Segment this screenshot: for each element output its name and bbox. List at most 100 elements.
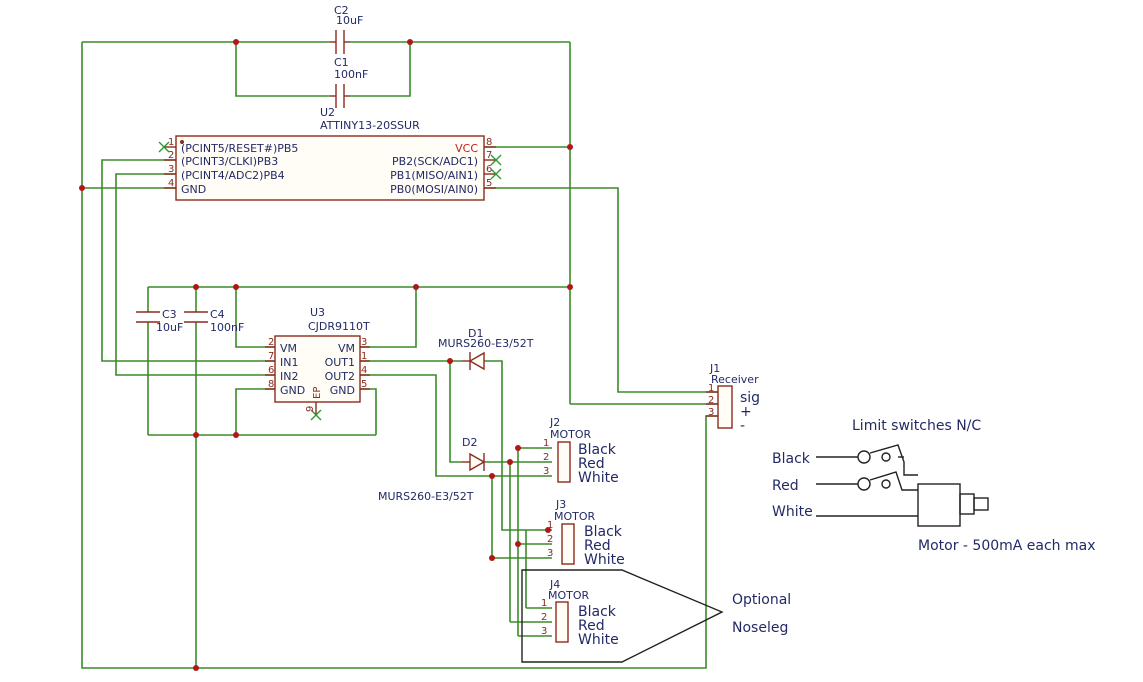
pin1-marker xyxy=(180,140,184,144)
u3-ref: U3 xyxy=(310,306,325,319)
optional-label: Optional xyxy=(732,592,791,608)
j4-ref: J4 xyxy=(549,578,560,591)
j2-pin-num: 1 xyxy=(543,438,549,449)
j4-wire-label: Black xyxy=(578,604,617,620)
u2-pin-num: 7 xyxy=(486,150,492,161)
u3-pin-name: VM xyxy=(338,342,355,355)
j1-pin-num: 3 xyxy=(708,407,714,418)
u3-pin-num: 5 xyxy=(361,379,367,390)
u2-part: ATTINY13-20SSUR xyxy=(320,119,420,132)
j1-pin-num: 1 xyxy=(708,383,714,394)
j3-ref: J3 xyxy=(555,498,566,511)
motor-caption: Motor - 500mA each max xyxy=(918,538,1096,554)
j4-wire-label: Red xyxy=(578,618,605,634)
connector-j4: J4 MOTOR 1 2 3 Black Red White xyxy=(541,578,619,648)
u3-pin-name: VM xyxy=(280,342,297,355)
c2-value: 10uF xyxy=(336,14,363,27)
c4-value: 100nF xyxy=(210,321,244,334)
j2-wire-label: White xyxy=(578,470,619,486)
limit-switch-diagram: Limit switches N/C Black Red White Motor… xyxy=(772,418,1096,554)
u3-pin-name: IN2 xyxy=(280,370,298,383)
d2-triangle xyxy=(469,452,486,472)
j3-wire-label: Red xyxy=(584,538,611,554)
diode-d2: D2 MURS260-E3/52T xyxy=(378,436,486,503)
ic-u3: U3 CJDR9110T 2 7 6 8 3 1 4 5 VM IN1 IN2 … xyxy=(265,306,370,414)
u2-pin-num: 8 xyxy=(486,137,492,148)
j2-pin-num: 2 xyxy=(543,452,549,463)
u3-ep-num: 9 xyxy=(305,406,316,412)
diode-d1: D1 MURS260-E3/52T xyxy=(438,327,534,371)
u2-pin-name: PB2(SCK/ADC1) xyxy=(392,155,478,168)
u2-pin-num: 5 xyxy=(486,178,492,189)
d2-ref: D2 xyxy=(462,436,477,449)
u3-body xyxy=(274,335,361,403)
j3-pin-num: 1 xyxy=(547,520,553,531)
u3-pin-num: 3 xyxy=(361,337,367,348)
j4-pin-num: 3 xyxy=(541,626,547,637)
wire-label-white: White xyxy=(772,504,813,520)
connector-j2: J2 MOTOR 1 2 3 Black Red White xyxy=(543,416,619,486)
u2-pin-name: PB1(MISO/AIN1) xyxy=(390,169,478,182)
j3-name: MOTOR xyxy=(554,510,596,523)
u2-pin-name-vcc: VCC xyxy=(455,142,478,155)
j1-pin-label: + xyxy=(740,404,752,420)
c3-value: 10uF xyxy=(156,321,183,334)
j1-pin-num: 2 xyxy=(708,395,714,406)
u2-pin-num: 2 xyxy=(168,150,174,161)
j2-ref: J2 xyxy=(549,416,560,429)
j3-wire-label: Black xyxy=(584,524,623,540)
u2-pin-name: (PCINT4/ADC2)PB4 xyxy=(181,169,285,182)
wires xyxy=(81,41,718,669)
j3-body xyxy=(561,523,575,565)
j4-body xyxy=(555,601,569,643)
motor-body xyxy=(917,483,961,527)
c4-ref: C4 xyxy=(210,308,225,321)
j3-wire-label: White xyxy=(584,552,625,568)
wire-label-black: Black xyxy=(772,451,811,467)
u3-pin-num: 6 xyxy=(268,365,274,376)
j1-body xyxy=(717,385,733,429)
j2-body xyxy=(557,441,571,483)
c2-ref: C2 xyxy=(334,4,349,17)
u2-body xyxy=(175,135,485,201)
d1-ref: D1 xyxy=(468,327,483,340)
u3-pin-name: IN1 xyxy=(280,356,298,369)
callout-shape xyxy=(521,569,724,663)
j2-wire-label: Black xyxy=(578,442,617,458)
d1-part: MURS260-E3/52T xyxy=(438,337,534,350)
u3-pin-name: GND xyxy=(280,384,305,397)
capacitor-c2: C2 10uF xyxy=(330,4,363,54)
j1-name: Receiver xyxy=(711,373,759,386)
ic-u2: U2 ATTINY13-20SSUR 1 2 3 4 8 7 6 5 (PCIN… xyxy=(164,106,496,201)
c1-ref: C1 xyxy=(334,56,349,69)
optional-noseleg-callout: Optional Noseleg xyxy=(521,569,791,663)
j3-pin-num: 2 xyxy=(547,534,553,545)
j1-pin-label: - xyxy=(740,418,745,434)
j1-ref: J1 xyxy=(709,362,720,375)
capacitor-c4: C4 100nF xyxy=(184,308,244,334)
d1-triangle xyxy=(468,351,485,371)
u2-pin-name: (PCINT5/RESET#)PB5 xyxy=(181,142,298,155)
u3-ep-label: EP xyxy=(312,387,323,399)
j4-wire-label: White xyxy=(578,632,619,648)
u2-pin-name: PB0(MOSI/AIN0) xyxy=(390,183,478,196)
noseleg-label: Noseleg xyxy=(732,620,788,636)
u2-pin-num: 1 xyxy=(168,137,174,148)
j3-pin-num: 3 xyxy=(547,548,553,559)
wire-label-red: Red xyxy=(772,478,799,494)
u3-pin-num: 1 xyxy=(361,351,367,362)
u2-pin-num: 6 xyxy=(486,164,492,175)
connector-j1: J1 Receiver 1 2 3 sig + - xyxy=(706,362,760,434)
j1-pin-label: sig xyxy=(740,390,760,406)
limit-switch-title: Limit switches N/C xyxy=(852,418,981,434)
j2-pin-num: 3 xyxy=(543,466,549,477)
u2-ref: U2 xyxy=(320,106,335,119)
motor-collar xyxy=(959,493,975,515)
u3-part: CJDR9110T xyxy=(308,320,370,333)
d2-part: MURS260-E3/52T xyxy=(378,490,474,503)
u2-pin-num: 3 xyxy=(168,164,174,175)
connector-j3: J3 MOTOR 1 2 3 Black Red White xyxy=(547,498,625,568)
u3-pin-name: OUT1 xyxy=(325,356,355,369)
j2-wire-label: Red xyxy=(578,456,605,472)
